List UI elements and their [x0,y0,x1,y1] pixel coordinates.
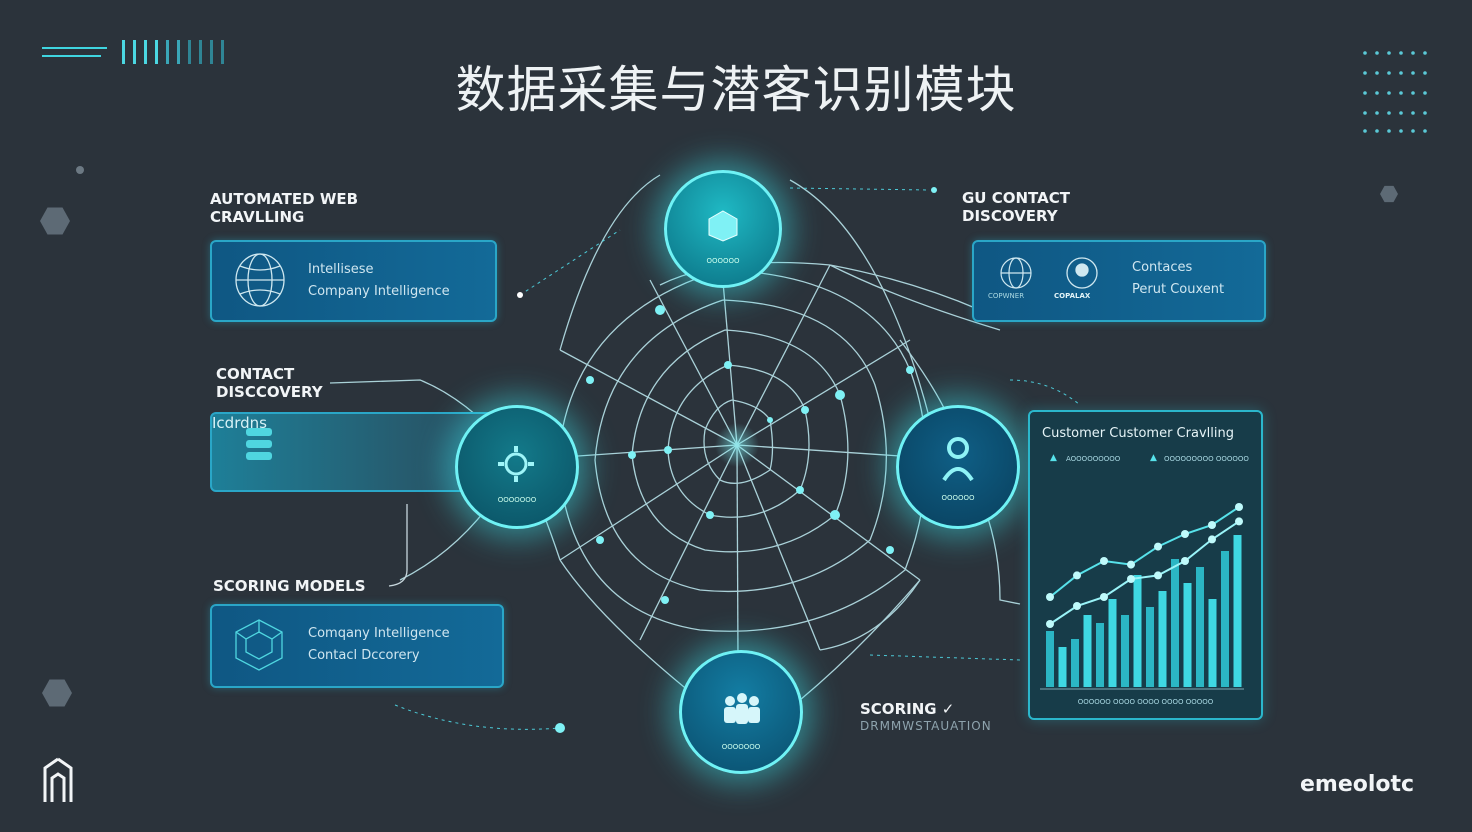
chart-point [1235,517,1243,526]
chart-point [1100,593,1108,601]
legend-1: AOOOOOOOOO [1066,455,1121,463]
label-scoring-models: SCORING MODELS [213,577,366,595]
brand-name: emeolotc [1300,772,1415,797]
decor-bars [122,40,247,64]
chart-point [1046,620,1054,628]
card-web-text: Intellisese Company Intelligence [308,262,450,299]
cube-network-icon [235,619,283,671]
label-scoring-bottom-sub: DRMMWSTAUATION [860,719,992,733]
chart-bar [1183,583,1192,687]
chart-bar [1221,551,1229,687]
chart-bar [1121,615,1129,687]
bar-chart [1040,503,1244,690]
decor-dot-grid [1363,51,1427,133]
node-left-caption: OOOOOOO [497,496,537,504]
chart-point [1073,571,1081,580]
decor-hexagon [1380,185,1398,203]
node-top[interactable]: OOOOOO [664,170,782,288]
shield-logo-icon [43,757,73,802]
node-left[interactable]: OOOOOOO [455,405,579,529]
card-web-crawling[interactable]: Intellisese Company Intelligence [210,240,497,322]
chart-point [1127,575,1135,583]
customer-crawling-panel[interactable]: Customer Customer Cravlling ▲ AOOOOOOOOO… [1028,410,1263,720]
legend-marker-2: ▲ [1150,453,1157,463]
chart-bar [1046,631,1054,687]
decor-lines [42,47,107,61]
chart-bar [1133,575,1142,687]
chart-bar [1158,591,1167,687]
chart-point [1154,542,1162,551]
card-discovery-text: Icdrdns [212,414,267,432]
node-top-caption: OOOOOO [706,257,740,265]
connector-line [388,504,408,587]
chart-point [1181,557,1189,565]
chart-point [1235,503,1243,511]
globe-network-icon [235,253,285,307]
chart-trend-line [1049,506,1240,598]
decor-dot [76,166,84,174]
card-contact-discovery-right[interactable]: COPWNER COPALAX Contaces Perut Couxent [972,240,1266,322]
chart-bar [1096,623,1104,687]
label-contact-discovery: CONTACT DISCCOVERY [216,365,323,401]
panel-footer: OOOOOO OOOO OOOO OOOO OOOOO [1077,698,1214,706]
node-bottom-caption: OOOOOOO [721,743,761,751]
node-right-caption: OOOOOO [941,494,975,502]
chart-bar [1058,647,1067,687]
node-right[interactable]: OOOOOO [896,405,1020,529]
chart-point [1100,557,1108,565]
chart-point [1208,535,1216,544]
panel-title: Customer Customer Cravlling [1042,426,1234,441]
team-icon [724,693,760,724]
chart-point [1208,521,1216,529]
label-contact-discovery-right: GU CONTACT DISCOVERY [962,189,1070,225]
chart-bar [1146,607,1154,687]
label-scoring-bottom: SCORING ✓ [860,700,955,718]
chart-point [1127,560,1135,569]
chart-point [1073,602,1081,610]
card-scoring-text: Comqany Intelligence Contacl Dccorery [308,626,450,663]
decor-hexagon [42,679,72,707]
icon2-caption: COPALAX [1054,292,1091,300]
user-icon [942,437,974,482]
chart-point [1181,530,1189,538]
chart-bar [1171,559,1179,687]
chart-bar [1233,535,1242,687]
chart-bar [1108,599,1117,687]
decor-hexagon [40,207,70,235]
page-title: 数据采集与潜客识别模块 [455,61,1017,119]
chart-bar [1083,615,1092,687]
cube-icon [708,210,738,242]
legend-2: OOOOOOOOO OOOOOO [1164,455,1249,463]
chart-bar [1208,599,1217,687]
gear-icon [498,446,534,482]
node-bottom[interactable]: OOOOOOO [679,650,803,774]
database-stack-icon [246,428,272,460]
label-web-crawling: AUTOMATED WEB CRAVLLING [210,190,359,226]
chart-point [1154,571,1162,580]
chart-point [1046,593,1054,601]
globe-icon [1000,257,1032,289]
badge-icon [1066,257,1098,289]
legend-marker-1: ▲ [1050,453,1057,463]
chart-bar [1071,639,1079,687]
card-right-text: Contaces Perut Couxent [1132,260,1225,297]
chart-bar [1196,567,1204,687]
icon1-caption: COPWNER [988,292,1025,300]
card-scoring-models[interactable]: Comqany Intelligence Contacl Dccorery [210,604,504,688]
chart-trend-line [1049,520,1240,625]
